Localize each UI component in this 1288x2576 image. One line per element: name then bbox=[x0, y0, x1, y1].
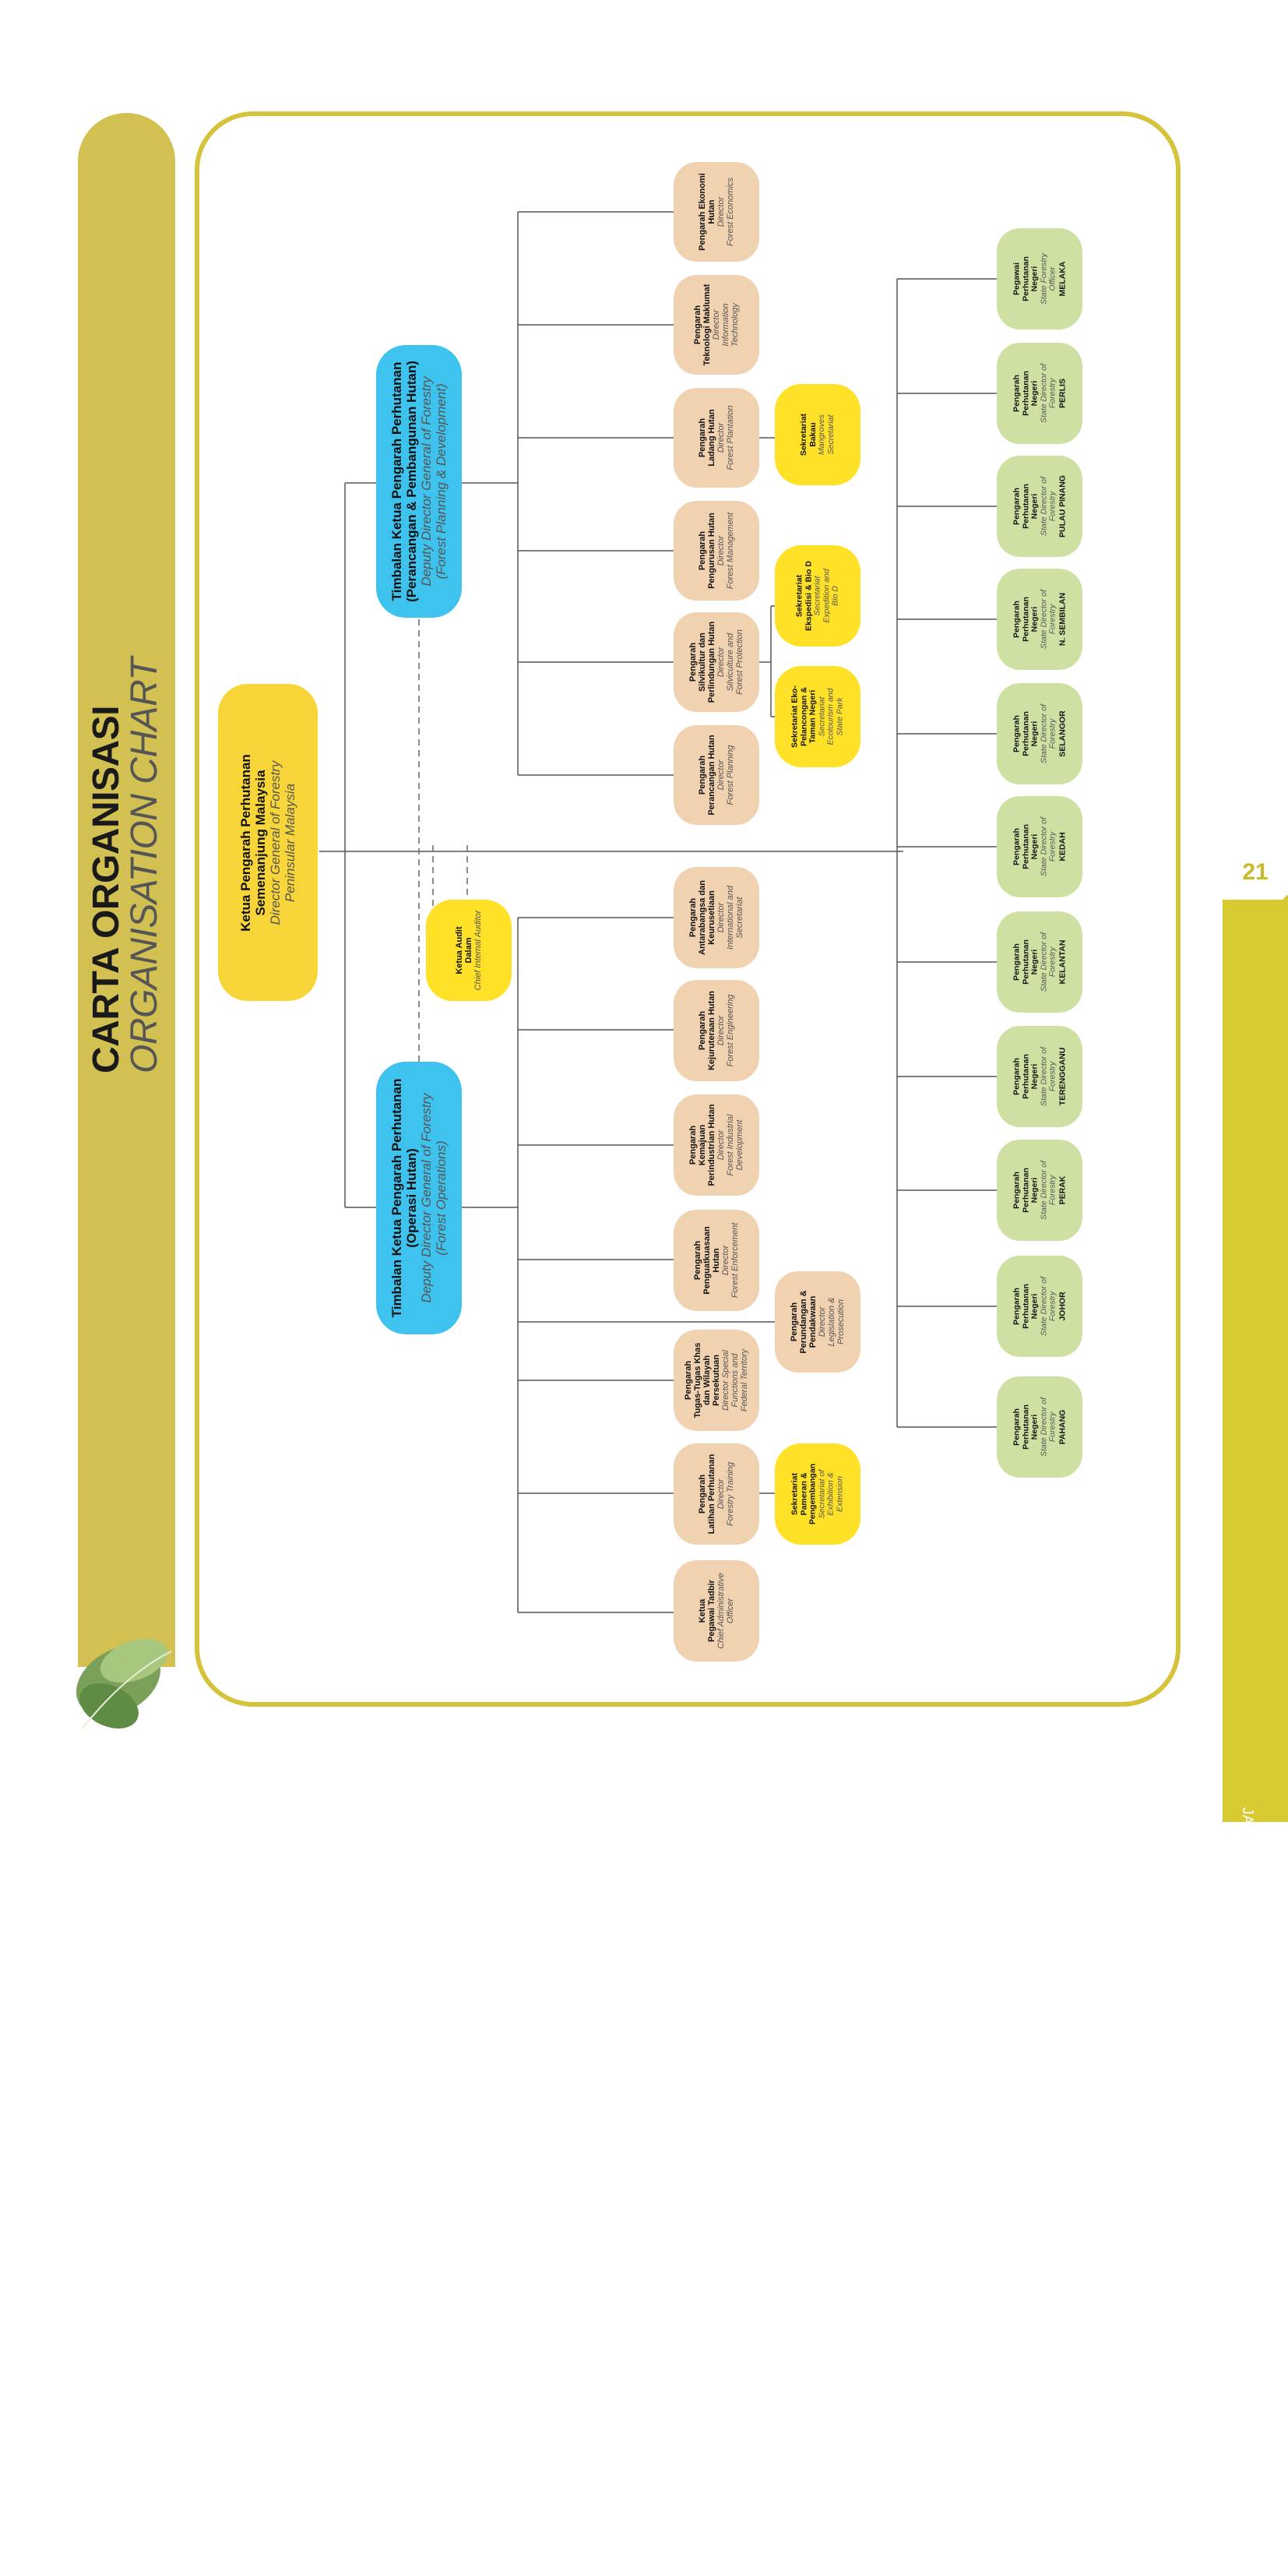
org-connectors bbox=[319, 211, 999, 1613]
directorate-silviculture: Pengarah Silvikultur dan Perlindungan Hu… bbox=[674, 612, 759, 712]
directorate-information-technology: Pengarah Teknologi Maklumat Director Inf… bbox=[674, 275, 759, 375]
secretariat-exhibition: Sekretariat Pameran & Pengembangan Secre… bbox=[775, 1443, 860, 1545]
side-title-strip bbox=[78, 113, 175, 1667]
state-pahang: Pengarah Perhutanan Negeri State Directo… bbox=[997, 1376, 1082, 1478]
directorate-forest-economics: Pengarah Ekonomi Hutan Director Forest E… bbox=[674, 162, 759, 262]
secretariat-expedition-biod: Sekretariat Ekspedisi & Bio D Secretaria… bbox=[775, 545, 860, 647]
state-pulau-pinang: Pengarah Perhutanan Negeri State Directo… bbox=[997, 456, 1082, 557]
state-terengganu: Pengarah Perhutanan Negeri State Directo… bbox=[997, 1026, 1082, 1127]
state-selangor: Pengarah Perhutanan Negeri State Directo… bbox=[997, 683, 1082, 784]
directorate-legislation: Pengarah Perundangan & Pendakwaan Direct… bbox=[775, 1271, 860, 1373]
state-perlis: Pengarah Perhutanan Negeri State Directo… bbox=[997, 343, 1082, 444]
director-general-box: Ketua Pengarah Perhutanan Semenanjung Ma… bbox=[218, 684, 318, 1001]
footer-ms: JABATAN PERHUTANAN SEMENANJUNG MALAYSIA bbox=[1239, 1807, 1255, 2183]
directorate-international: Pengarah Antarabangsa dan Keurusetiaan D… bbox=[674, 867, 759, 968]
footer-text: JABATAN PERHUTANAN SEMENANJUNG MALAYSIA F… bbox=[1238, 1807, 1255, 2576]
state-perak: Pengarah Perhutanan Negeri State Directo… bbox=[997, 1140, 1082, 1241]
internal-audit-box: Ketua Audit Dalam Chief Internal Auditor bbox=[426, 900, 512, 1001]
page-number: 21 bbox=[1242, 859, 1269, 885]
deputy-planning-box: Timbalan Ketua Pengarah Perhutanan (Pera… bbox=[376, 345, 462, 618]
footer-strip bbox=[1223, 900, 1288, 1822]
directorate-special-functions: Pengarah Tugas-Tugas Khas dan Wilayah Pe… bbox=[674, 1330, 759, 1431]
directorate-forest-engineering: Pengarah Kejuruteraan Hutan Director For… bbox=[674, 980, 759, 1081]
state-n-sembilan: Pengarah Perhutanan Negeri State Directo… bbox=[997, 569, 1082, 670]
footer-en: FORESTRY DEPARTMENT PENINSULAR MALAYSIA bbox=[1239, 2203, 1255, 2576]
directorate-forestry-training: Pengarah Latihan Perhutanan Director For… bbox=[674, 1443, 759, 1545]
directorate-forest-enforcement: Pengarah Penguatkuasaan Hutan Director F… bbox=[674, 1210, 759, 1311]
directorate-forest-industrial: Pengarah Kemajuan Perindustrian Hutan Di… bbox=[674, 1094, 759, 1196]
directorate-forest-management: Pengarah Pengurusan Hutan Director Fores… bbox=[674, 501, 759, 601]
state-kedah: Pengarah Perhutanan Negeri State Directo… bbox=[997, 796, 1082, 897]
directorate-chief-administrative: Ketua Pegawai Tadbir Chief Administrativ… bbox=[674, 1560, 759, 1662]
secretariat-mangroves: Sekretariat Bakau Mangroves Secretariat bbox=[775, 384, 860, 485]
deputy-operations-box: Timbalan Ketua Pengarah Perhutanan (Oper… bbox=[376, 1062, 462, 1334]
state-melaka: Pegawai Perhutanan Negeri State Forestry… bbox=[997, 228, 1082, 329]
state-kelantan: Pengarah Perhutanan Negeri State Directo… bbox=[997, 911, 1082, 1013]
secretariat-ecotourism: Sekretariat Eko- Pelancongan & Taman Neg… bbox=[775, 666, 860, 767]
directorate-forest-planning: Pengarah Perancangan Hutan Director Fore… bbox=[674, 725, 759, 825]
page: 21 JABATAN PERHUTANAN SEMENANJUNG MALAYS… bbox=[76, 111, 1288, 1822]
state-johor: Pengarah Perhutanan Negeri State Directo… bbox=[997, 1256, 1082, 1357]
leaf-icon bbox=[76, 1638, 172, 1730]
directorate-forest-plantation: Pengarah Ladang Hutan Director Forest Pl… bbox=[674, 388, 759, 488]
